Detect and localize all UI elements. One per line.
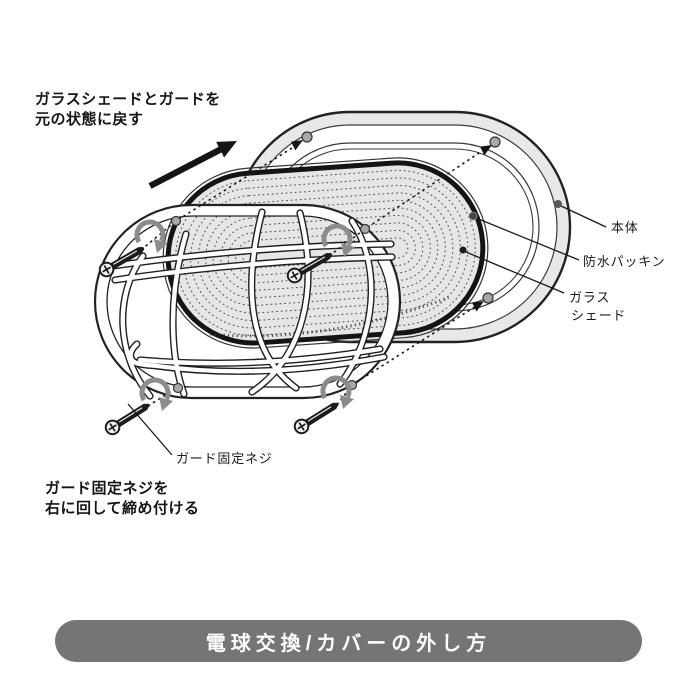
fixing-screw-icon [292, 399, 340, 436]
leader-dot [554, 200, 562, 208]
label-glass-shade-line2: シェード [571, 308, 626, 323]
guard-wires [109, 208, 396, 400]
instruction-tighten-line1: ガード固定ネジを [45, 480, 170, 497]
label-glass-shade-line1: ガラス [569, 290, 610, 305]
wire-guard [93, 203, 402, 400]
instruction-tighten-line2: 右に回して締め付ける [45, 500, 200, 517]
label-guard-screw: ガード固定ネジ [176, 451, 273, 466]
instruction-return-parts: ガラスシェードとガードを 元の状態に戻す [35, 90, 221, 130]
section-banner: 電球交換/カバーの外し方 [55, 620, 642, 662]
instruction-return-line1: ガラスシェードとガードを [35, 91, 221, 108]
direction-arrow-icon [148, 141, 237, 189]
label-waterproof-packing: 防水パッキン [583, 254, 665, 269]
section-banner-title: 電球交換/カバーの外し方 [205, 632, 492, 655]
screw-holes [170, 131, 501, 394]
leader-dot [468, 211, 478, 221]
leader-lines [127, 205, 607, 456]
fixing-screw-icon [103, 400, 151, 437]
instruction-return-line2: 元の状態に戻す [35, 111, 144, 128]
leader-dot [459, 246, 467, 254]
label-body: 本体 [611, 220, 639, 235]
instruction-tighten-screw: ガード固定ネジを 右に回して締め付ける [45, 479, 200, 519]
